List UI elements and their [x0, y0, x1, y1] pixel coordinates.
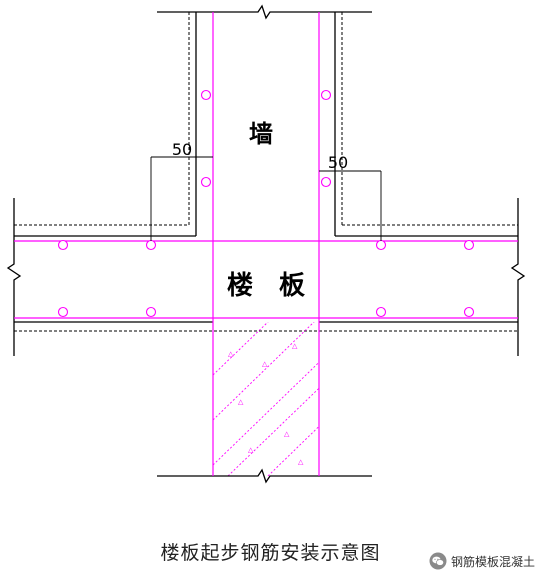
slab-horizontal-rebar [14, 240, 518, 319]
svg-text:△: △ [238, 398, 244, 406]
slab-outline [6, 198, 526, 356]
slab-label: 楼 板 [227, 271, 305, 301]
wall-vertical-rebar [212, 12, 320, 476]
wechat-icon [429, 552, 447, 570]
svg-text:△: △ [284, 430, 290, 438]
watermark: 钢筋模板混凝土 [429, 550, 535, 572]
wall-label: 墙 [249, 120, 273, 148]
column-below: △ △ △ △ △ △ △ [157, 322, 372, 484]
watermark-text: 钢筋模板混凝土 [450, 554, 535, 569]
svg-text:△: △ [248, 446, 254, 454]
dimension-right [319, 170, 382, 241]
svg-text:△: △ [298, 458, 304, 466]
svg-text:△: △ [262, 360, 268, 368]
wall-outline [157, 4, 372, 236]
diagram-caption: 楼板起步钢筋安装示意图 [160, 542, 381, 564]
svg-text:△: △ [292, 342, 298, 350]
dimension-left-label: 50 [172, 140, 192, 159]
dimension-right-label: 50 [328, 153, 348, 172]
svg-text:△: △ [228, 350, 234, 358]
formwork-lines [14, 12, 518, 332]
dimension-left [150, 156, 213, 241]
